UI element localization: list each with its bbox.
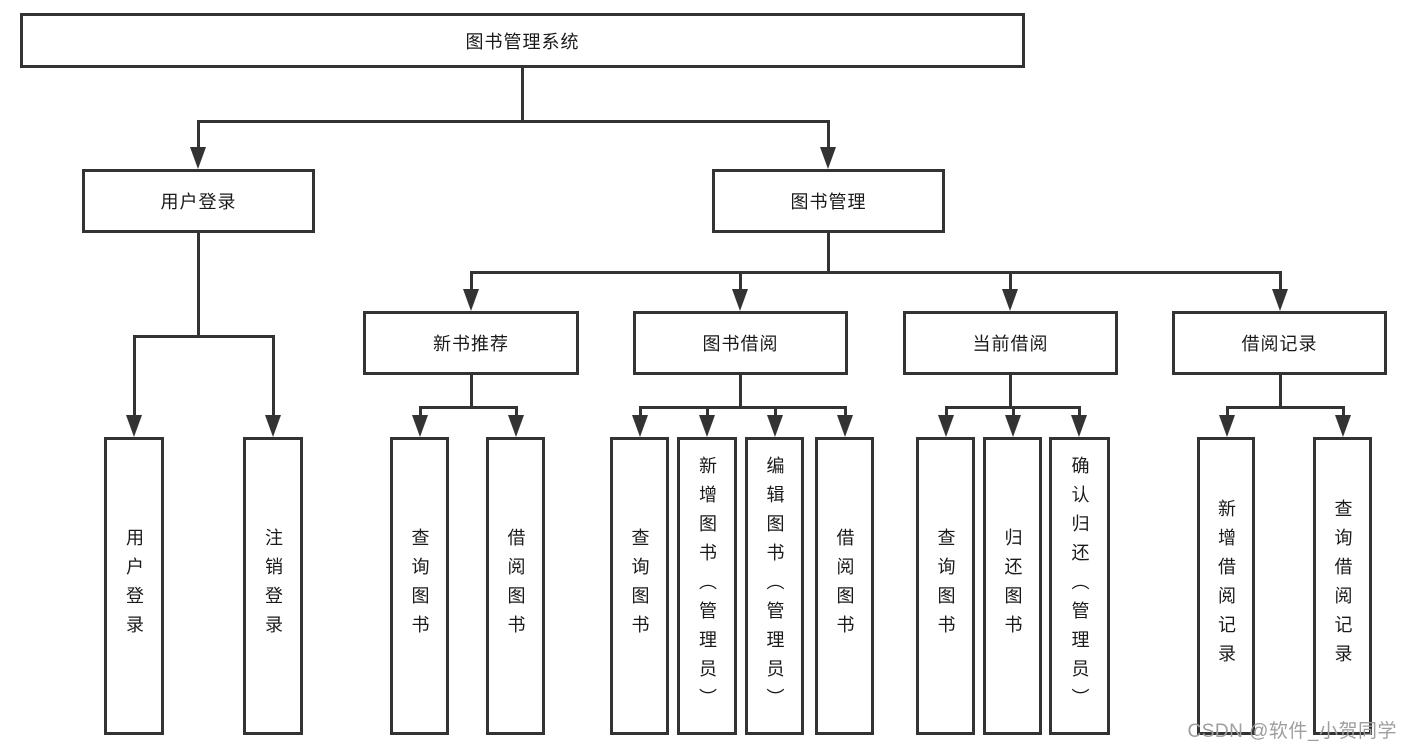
arrowhead-new-book <box>463 289 479 311</box>
connector-stem-book-borrow <box>739 271 742 293</box>
connector-stem <box>1226 406 1229 420</box>
leaf-label: 用户登录 <box>124 528 144 644</box>
leaf-query-books-recommend: 查询图书 <box>390 437 449 735</box>
connector-stem-leaf-logout <box>272 335 275 418</box>
connector-stem-book-management <box>827 120 830 152</box>
leaf-add-borrow-record: 新增借阅记录 <box>1197 437 1255 735</box>
arrowhead-leaf <box>938 415 954 437</box>
connector-book-borrow-horizontal <box>639 406 847 409</box>
arrowhead-leaf <box>699 415 715 437</box>
arrowhead-leaf <box>508 415 524 437</box>
leaf-add-books-admin: 新增图书（管理员） <box>677 437 737 735</box>
arrowhead-leaf-logout <box>265 415 281 437</box>
arrowhead-leaf <box>632 415 648 437</box>
connector-stem-current-borrow <box>1009 271 1012 293</box>
connector-stem <box>1078 406 1081 420</box>
connector-current-borrow-vertical <box>1009 375 1012 409</box>
connector-stem <box>419 406 422 420</box>
connector-stem <box>1342 406 1345 420</box>
leaf-label: 查询图书 <box>935 528 956 644</box>
leaf-label: 确认归还（管理员） <box>1069 455 1090 717</box>
leaf-label: 查询图书 <box>409 528 430 644</box>
connector-stem-new-book <box>470 271 473 293</box>
csdn-watermark: CSDN @软件_小贺同学 <box>1187 721 1397 742</box>
connector-level3-horizontal <box>470 271 1281 274</box>
leaf-query-books-borrow: 查询图书 <box>610 437 669 735</box>
connector-borrow-records-horizontal <box>1226 406 1345 409</box>
arrowhead-book-management <box>820 147 836 169</box>
node-label: 新书推荐 <box>433 334 509 354</box>
leaf-label: 新增借阅记录 <box>1216 499 1236 673</box>
leaf-query-borrow-record: 查询借阅记录 <box>1313 437 1372 735</box>
node-label: 图书管理 <box>790 192 867 212</box>
leaf-label: 借阅图书 <box>834 528 855 644</box>
leaf-confirm-return-admin: 确认归还（管理员） <box>1049 437 1110 735</box>
leaf-borrow-books: 借阅图书 <box>815 437 874 735</box>
connector-user-login-horizontal <box>133 335 275 338</box>
connector-stem <box>706 406 709 420</box>
leaf-label: 新增图书（管理员） <box>697 455 717 717</box>
leaf-label: 编辑图书（管理员） <box>764 455 785 717</box>
connector-borrow-records-vertical <box>1279 375 1282 409</box>
node-new-book-recommend: 新书推荐 <box>363 311 579 375</box>
leaf-label: 注销登录 <box>263 528 283 644</box>
arrowhead-leaf <box>837 415 853 437</box>
node-book-management: 图书管理 <box>712 169 945 233</box>
connector-new-book-vertical <box>470 375 473 409</box>
connector-stem <box>844 406 847 420</box>
connector-root-vertical <box>521 68 524 120</box>
arrowhead-leaf-user-login <box>126 415 142 437</box>
leaf-label: 归还图书 <box>1002 528 1023 644</box>
leaf-logout-login: 注销登录 <box>243 437 303 735</box>
leaf-user-login: 用户登录 <box>104 437 164 735</box>
connector-level2-horizontal <box>197 120 830 123</box>
connector-stem <box>515 406 518 420</box>
node-root: 图书管理系统 <box>20 13 1025 68</box>
connector-stem <box>774 406 777 420</box>
arrowhead-leaf <box>1071 415 1087 437</box>
arrowhead-leaf <box>767 415 783 437</box>
leaf-return-books: 归还图书 <box>983 437 1042 735</box>
connector-new-book-horizontal <box>419 406 518 409</box>
arrowhead-borrow-records <box>1272 289 1288 311</box>
connector-stem-leaf-user-login <box>133 335 136 418</box>
connector-stem-user-login <box>197 120 200 152</box>
arrowhead-current-borrow <box>1002 289 1018 311</box>
node-book-borrow: 图书借阅 <box>633 311 848 375</box>
arrowhead-book-borrow <box>732 289 748 311</box>
node-borrow-records: 借阅记录 <box>1172 311 1387 375</box>
connector-stem <box>1012 406 1015 420</box>
connector-book-borrow-vertical <box>739 375 742 409</box>
leaf-borrow-books-recommend: 借阅图书 <box>486 437 545 735</box>
connector-stem <box>945 406 948 420</box>
node-label: 用户登录 <box>160 192 237 212</box>
connector-stem-borrow-records <box>1279 271 1282 293</box>
node-root-label: 图书管理系统 <box>465 31 580 52</box>
arrowhead-user-login <box>190 147 206 169</box>
node-label: 借阅记录 <box>1241 334 1318 354</box>
connector-stem <box>639 406 642 420</box>
node-label: 图书借阅 <box>702 334 779 354</box>
node-label: 当前借阅 <box>972 334 1049 354</box>
connector-user-login-vertical <box>197 233 200 338</box>
node-current-borrow: 当前借阅 <box>903 311 1118 375</box>
leaf-label: 查询图书 <box>629 528 650 644</box>
leaf-edit-books-admin: 编辑图书（管理员） <box>745 437 804 735</box>
connector-book-management-vertical <box>827 233 830 274</box>
arrowhead-leaf <box>1219 415 1235 437</box>
node-user-login: 用户登录 <box>82 169 315 233</box>
leaf-label: 查询借阅记录 <box>1332 499 1353 673</box>
leaf-label: 借阅图书 <box>505 528 526 644</box>
arrowhead-leaf <box>412 415 428 437</box>
leaf-query-books-current: 查询图书 <box>916 437 975 735</box>
arrowhead-leaf <box>1335 415 1351 437</box>
arrowhead-leaf <box>1005 415 1021 437</box>
